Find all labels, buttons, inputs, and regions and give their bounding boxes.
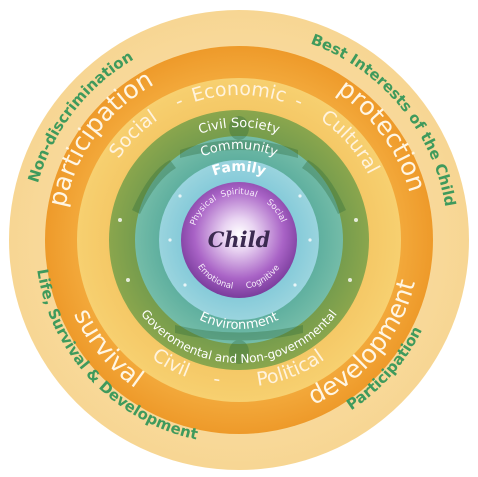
child-core [181,182,297,298]
layer-community: Community [198,138,280,161]
child-center-label: Child [208,227,271,252]
figure-silhouettes [132,116,346,364]
child-spiritual: Spiritual [219,187,258,200]
sparkle-dots [118,194,358,287]
layer-family: Family [210,159,268,179]
layer-environment: Environment [197,310,281,334]
layer-civil-society: Civil Society [197,116,282,138]
sector-dash-3: - [212,368,222,391]
